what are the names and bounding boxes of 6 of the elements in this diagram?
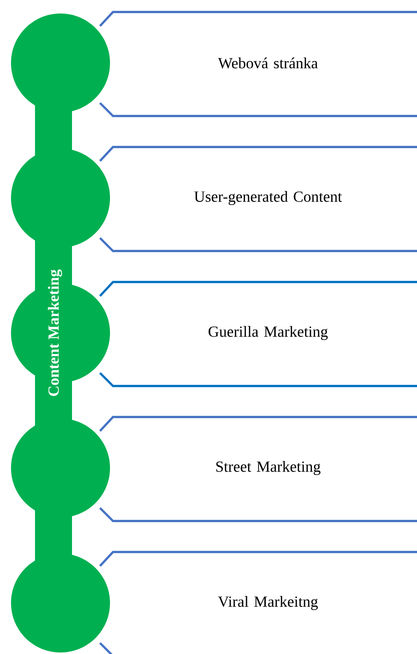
bracket-box: User-generated Content — [98, 146, 417, 252]
bracket-box: Guerilla Marketing — [98, 280, 417, 388]
spine-bar: Content Marketing — [11, 14, 110, 652]
bracket-box: Street Marketing — [98, 416, 417, 522]
bracket-box: Viral Markeitng — [98, 550, 417, 654]
bracket-box: Webová stránka — [98, 10, 417, 118]
